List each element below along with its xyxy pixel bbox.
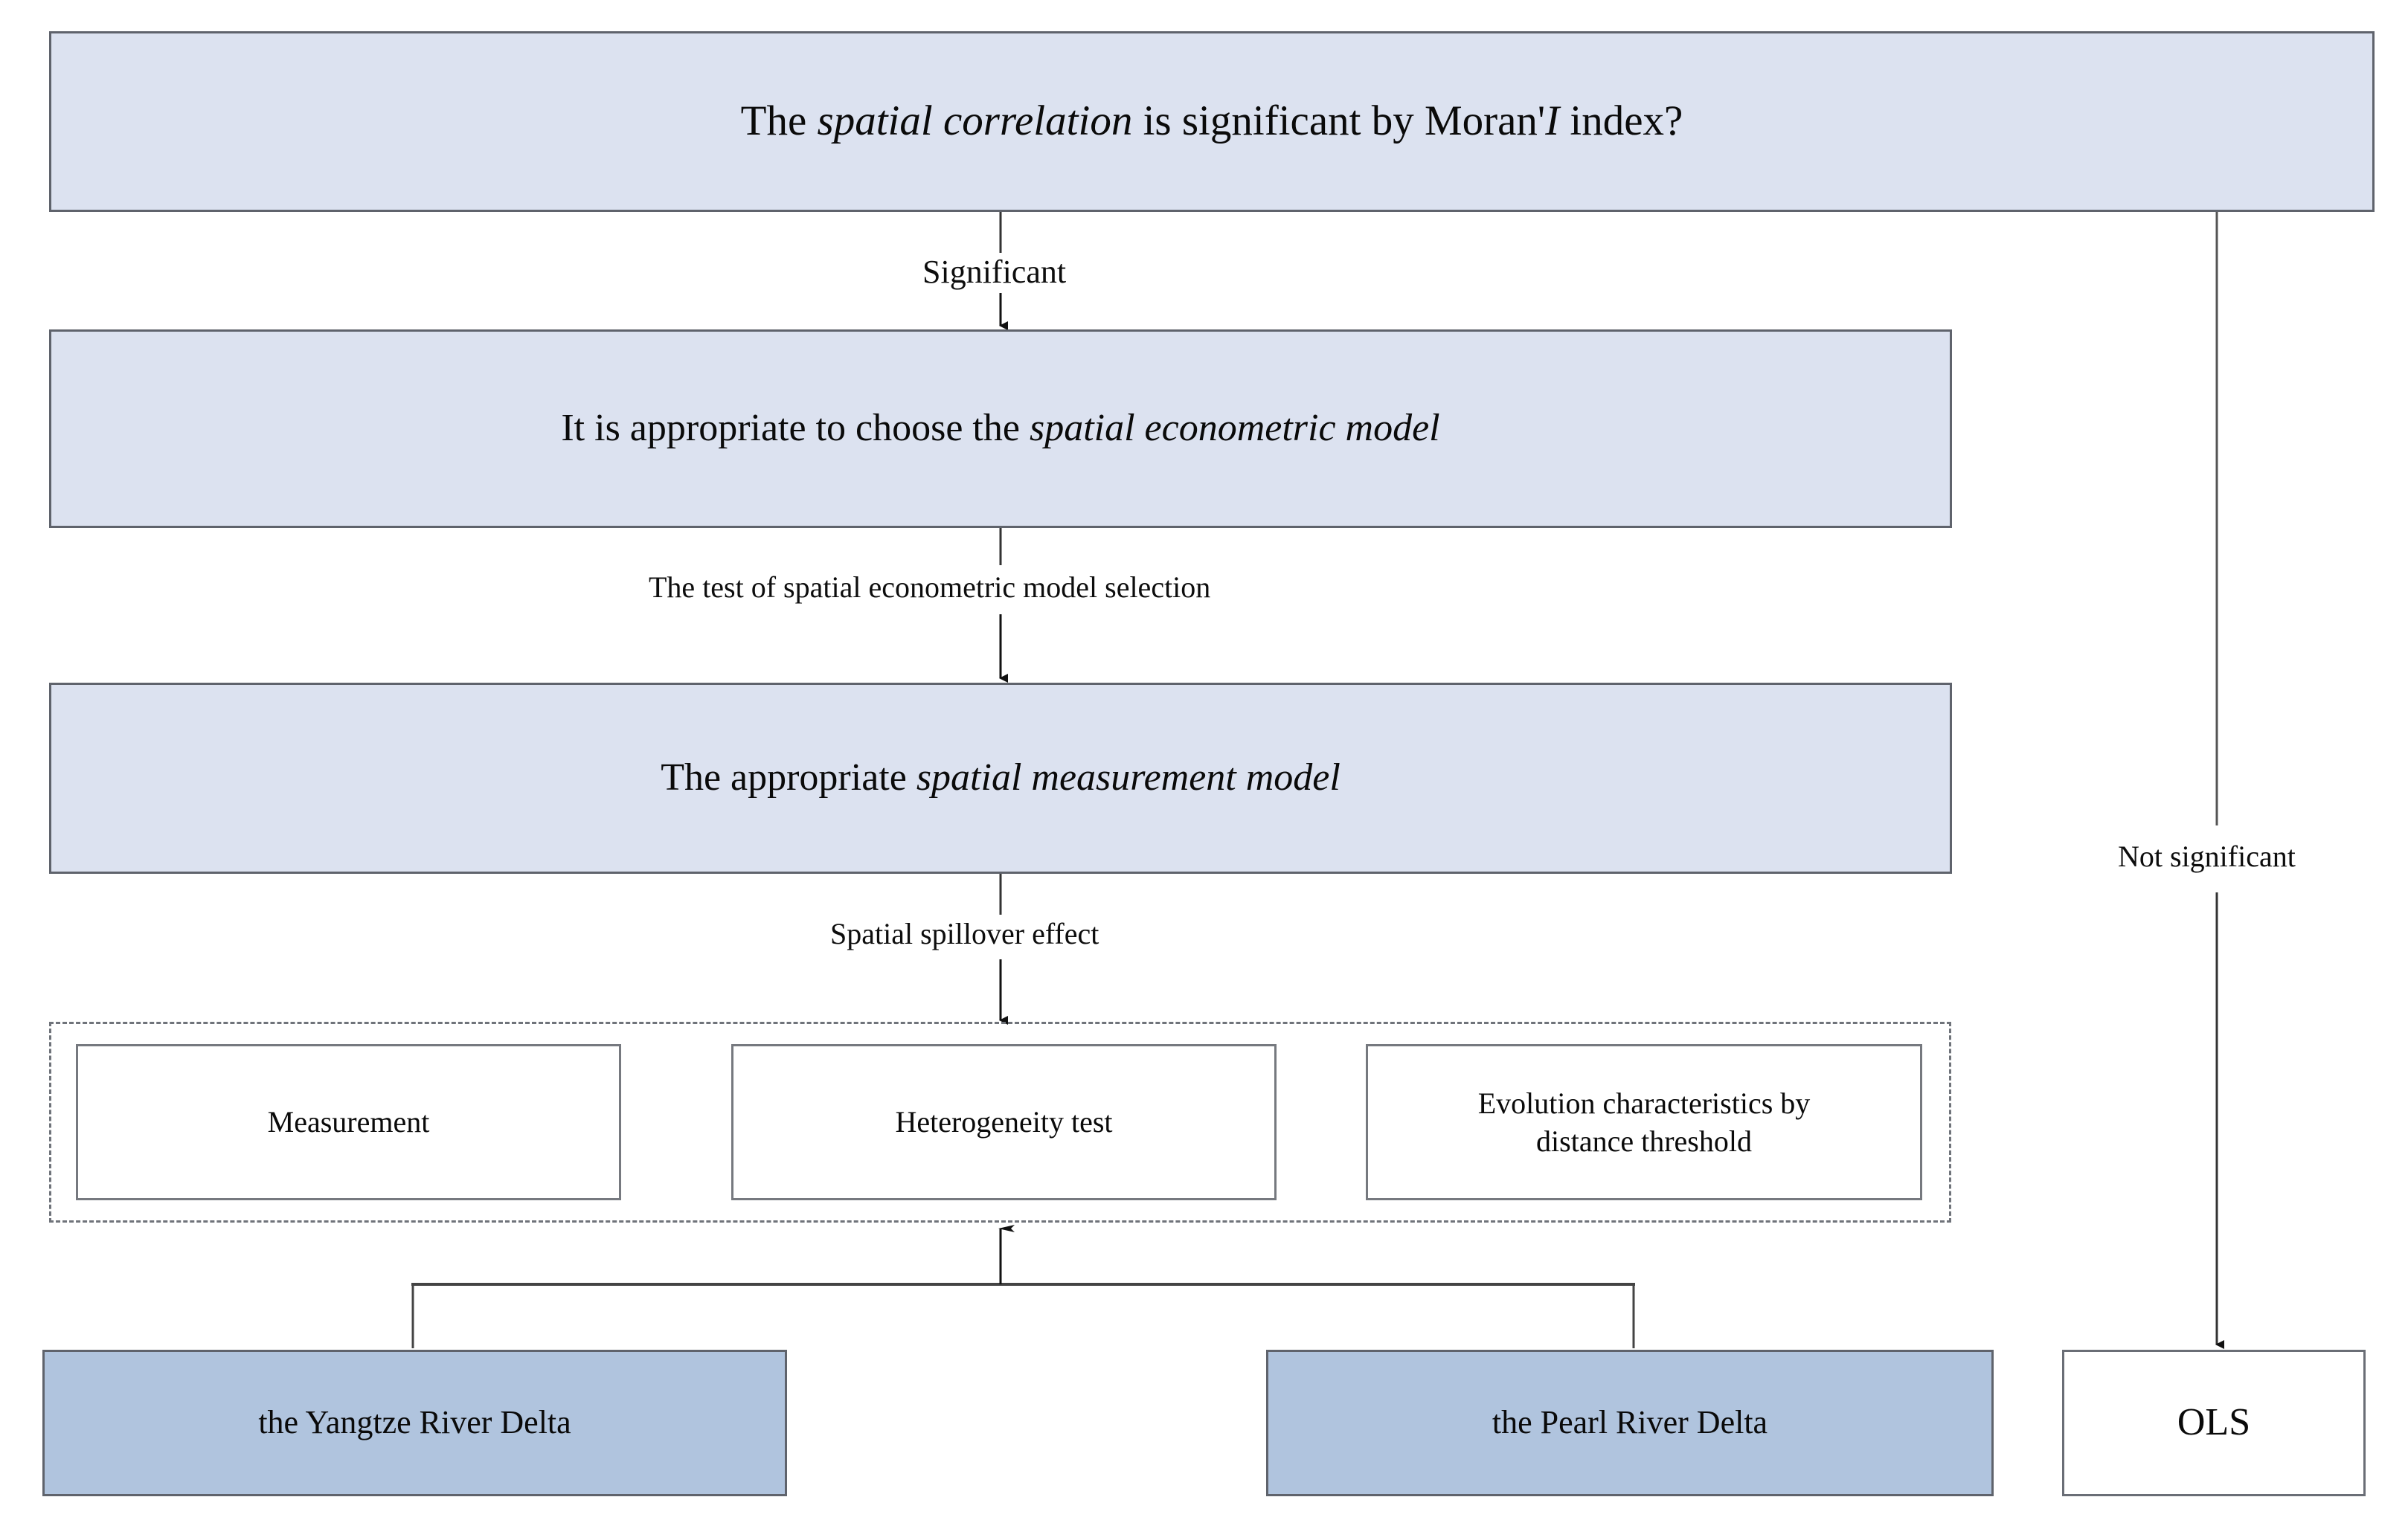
node-measurement-label: Measurement xyxy=(267,1105,430,1139)
node-appropriate-model[interactable]: The appropriate spatial measurement mode… xyxy=(49,683,1952,874)
node-appropriate-model-text: The appropriate spatial measurement mode… xyxy=(661,753,1341,803)
choose-text-italic: spatial econometric model xyxy=(1029,407,1440,450)
edge-label-not-significant: Not significant xyxy=(2110,839,2303,875)
node-heterogeneity-test-label: Heterogeneity test xyxy=(895,1105,1113,1139)
analysis-group-container xyxy=(49,1022,1951,1223)
edge-label-model-selection-test: The test of spatial econometric model se… xyxy=(641,570,1219,605)
node-evolution-characteristics[interactable]: Evolution characteristics by distance th… xyxy=(1366,1044,1922,1200)
choose-text-before: It is appropriate to choose the xyxy=(561,407,1030,450)
moran-text-italic2: I xyxy=(1545,97,1560,145)
node-pearl-river-delta[interactable]: the Pearl River Delta xyxy=(1266,1350,1994,1496)
node-moran-question[interactable]: The spatial correlation is significant b… xyxy=(49,31,2375,212)
node-choose-model-text: It is appropriate to choose the spatial … xyxy=(561,404,1439,454)
node-pearl-label: the Pearl River Delta xyxy=(1492,1404,1768,1441)
moran-text-after: is significant by Moran' xyxy=(1132,97,1546,145)
edge-label-spillover: Spatial spillover effect xyxy=(823,916,1107,952)
node-ols[interactable]: OLS xyxy=(2062,1350,2366,1496)
node-heterogeneity-test[interactable]: Heterogeneity test xyxy=(731,1044,1277,1200)
appropriate-text-italic: spatial measurement model xyxy=(916,756,1341,799)
edge-label-significant: Significant xyxy=(915,253,1074,292)
node-ols-label: OLS xyxy=(2177,1401,2251,1444)
moran-text-end: index? xyxy=(1559,97,1683,145)
node-choose-model[interactable]: It is appropriate to choose the spatial … xyxy=(49,329,1952,528)
moran-text-italic: spatial correlation xyxy=(817,97,1133,145)
node-moran-question-text: The spatial correlation is significant b… xyxy=(741,94,1683,149)
node-yangtze-label: the Yangtze River Delta xyxy=(258,1404,571,1441)
node-measurement[interactable]: Measurement xyxy=(76,1044,621,1200)
node-evolution-characteristics-text: Evolution characteristics by distance th… xyxy=(1478,1084,1811,1160)
node-yangtze-river-delta[interactable]: the Yangtze River Delta xyxy=(42,1350,787,1496)
node-evolution-line1: Evolution characteristics by xyxy=(1477,1086,1811,1120)
node-evolution-line2: distance threshold xyxy=(1536,1124,1752,1158)
moran-text-before: The xyxy=(740,97,818,145)
appropriate-text-before: The appropriate xyxy=(661,756,916,799)
